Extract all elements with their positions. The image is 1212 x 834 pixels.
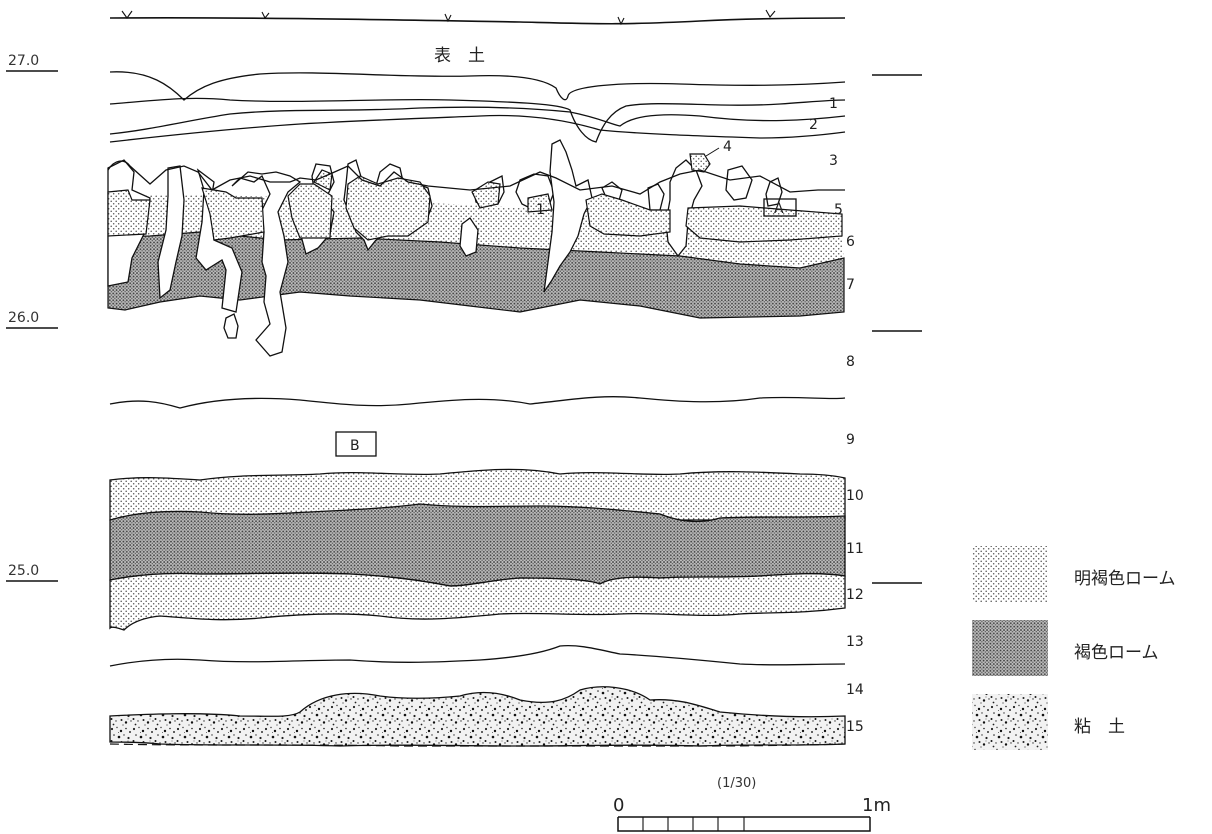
ground-surface [109,9,846,26]
legend-label-light-loam: 明褐色ローム [1074,569,1176,589]
layer-13-14-boundary [109,644,846,667]
legend-swatch-light-loam [972,546,1048,602]
marker-a-box [763,198,797,217]
layer-label-10: 10 [846,488,864,504]
layer-label-9: 9 [846,432,855,448]
layer-4-leader-line [705,147,720,157]
layer-label-13: 13 [846,634,864,650]
intrusion-label-1: 1 [536,202,545,218]
scale-start-label: 0 [613,795,624,816]
marker-a-label: A [774,201,784,217]
elevation-label-25: 25.0 [8,563,39,579]
legend-swatch-brown-loam [972,620,1048,676]
elevation-markers [6,70,922,584]
layer-label-2: 2 [809,117,818,133]
layer-label-7: 7 [846,277,855,293]
marker-b-box [335,431,377,457]
layer-12-light-loam [109,572,846,631]
layer-label-3: 3 [829,153,838,169]
layer-5-patches [107,153,843,243]
elevation-label-27: 27.0 [8,53,39,69]
marker-b-label: B [350,438,360,454]
layer-label-1: 1 [829,96,838,112]
scale-end-label: 1m [862,795,891,816]
horizon-lines-upper [109,71,846,143]
layer-7-brown-loam [107,231,845,319]
scale-bar: (1/30) 0 1m [613,776,891,832]
layer-label-6: 6 [846,234,855,250]
elevation-label-26: 26.0 [8,310,39,326]
legend-swatch-clay [972,694,1048,750]
scale-ratio-label: (1/30) [717,776,756,791]
layer-label-14: 14 [846,682,864,698]
layer-label-11: 11 [846,541,864,557]
layer-label-15: 15 [846,719,864,735]
legend-label-brown-loam: 褐色ローム [1074,643,1159,663]
layer-10-light-loam [109,468,846,521]
legend: 明褐色ローム 褐色ローム 粘 土 [972,546,1176,750]
topsoil-label: 表 土 [434,46,485,66]
layer-15-base-dashed [109,743,846,747]
layer-label-4: 4 [723,139,732,155]
layer-label-12: 12 [846,587,864,603]
layer-number-labels: 1 2 3 4 5 6 7 8 9 10 11 12 13 14 15 1 [536,96,864,735]
legend-label-clay: 粘 土 [1074,717,1125,737]
layer-label-8: 8 [846,354,855,370]
layer-8-9-boundary [109,396,846,409]
layer-label-5: 5 [834,202,843,218]
layer-15-clay [109,686,846,747]
layer-4-5-boundary [107,160,845,195]
